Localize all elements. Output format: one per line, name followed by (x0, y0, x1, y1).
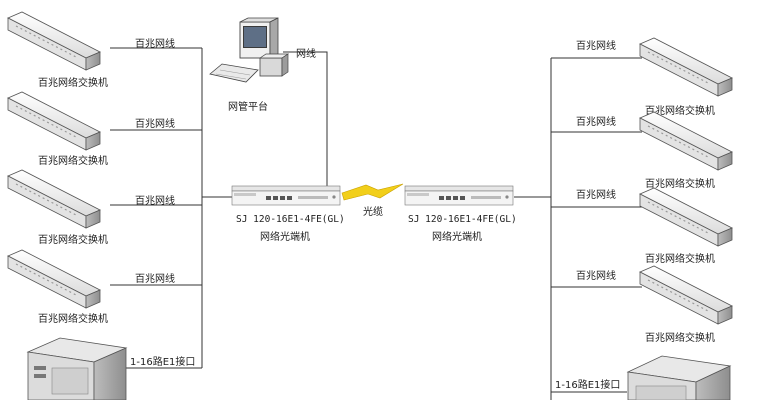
device-icon (404, 185, 514, 206)
lightning-icon (341, 183, 404, 201)
nms-label: 网管平台 (228, 100, 268, 113)
device-name-right: 网络光端机 (432, 230, 482, 243)
e1-label-left: 1-16路E1接口 (130, 355, 195, 368)
switch-left-1: 百兆网络交换机 (7, 11, 108, 89)
switch-label: 百兆网络交换机 (38, 312, 108, 325)
nms-computer (209, 17, 290, 83)
server-left (26, 337, 128, 400)
switch-label: 百兆网络交换机 (645, 331, 715, 344)
netline-label: 网线 (296, 47, 316, 60)
device-icon (231, 185, 341, 206)
switch-label: 百兆网络交换机 (645, 252, 715, 265)
switch-icon (639, 187, 733, 247)
line-label-left-3: 百兆网线 (135, 194, 175, 207)
switch-label: 百兆网络交换机 (645, 104, 715, 117)
switch-icon (7, 11, 101, 71)
switch-label: 百兆网络交换机 (38, 233, 108, 246)
device-model-right: SJ 120-16E1-4FE(GL) (408, 214, 517, 225)
switch-left-2: 百兆网络交换机 (7, 91, 108, 167)
switch-icon (7, 169, 101, 229)
switch-icon (639, 265, 733, 325)
switch-label: 百兆网络交换机 (38, 154, 108, 167)
switch-left-3: 百兆网络交换机 (7, 169, 108, 246)
line-label-right-3: 百兆网线 (576, 188, 616, 201)
switch-label: 百兆网络交换机 (38, 76, 108, 89)
switch-icon (7, 249, 101, 309)
line-label-right-1: 百兆网线 (576, 39, 616, 52)
optical-transceiver-left (231, 185, 341, 206)
switch-right-1: 百兆网络交换机 (639, 37, 733, 117)
device-model-left: SJ 120-16E1-4FE(GL) (236, 214, 345, 225)
connection-lines (110, 47, 642, 400)
switch-icon (7, 91, 101, 151)
switch-right-2: 百兆网络交换机 (639, 111, 733, 190)
switch-left-4: 百兆网络交换机 (7, 249, 108, 325)
switch-icon (639, 37, 733, 97)
line-label-left-1: 百兆网线 (135, 37, 175, 50)
switch-label: 百兆网络交换机 (645, 177, 715, 190)
line-label-right-4: 百兆网线 (576, 269, 616, 282)
optical-transceiver-right (404, 185, 514, 206)
switch-right-4: 百兆网络交换机 (639, 265, 733, 344)
cable-label: 光缆 (363, 205, 383, 218)
e1-label-right: 1-16路E1接口 (555, 378, 620, 391)
device-name-left: 网络光端机 (260, 230, 310, 243)
switch-right-3: 百兆网络交换机 (639, 187, 733, 265)
server-right (626, 355, 732, 400)
switch-icon (639, 111, 733, 171)
line-label-left-2: 百兆网线 (135, 117, 175, 130)
line-label-left-4: 百兆网线 (135, 272, 175, 285)
line-label-right-2: 百兆网线 (576, 115, 616, 128)
